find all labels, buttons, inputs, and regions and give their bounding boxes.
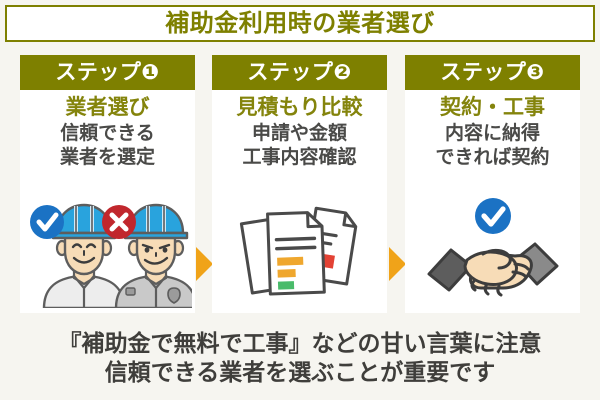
two-workers-icon [29, 203, 192, 308]
step-1-desc-line-1: 信頼できる [60, 122, 155, 144]
step-panel-2[interactable]: ステップ❷ 見積もり比較 申請や金額 工事内容確認 [212, 55, 387, 313]
worker-bad-icon [114, 203, 192, 308]
footer-line-1: 『補助金で無料で工事』などの甘い言葉に注意 [58, 329, 542, 356]
step-3-body: 契約・工事 内容に納得 できれば契約 [405, 90, 580, 169]
step-2-header-label: ステップ❷ [247, 61, 352, 84]
step-1-illustration [20, 193, 195, 311]
step-panel-1[interactable]: ステップ❶ 業者選び 信頼できる 業者を選定 [20, 55, 195, 313]
step-1-title: 業者選び [65, 96, 150, 119]
step-3-header: ステップ❸ [405, 55, 580, 90]
handshake-icon [427, 198, 558, 297]
step-3-illustration [405, 193, 580, 311]
step-3-desc-line-2: できれば契約 [435, 146, 550, 168]
step-1-header-label: ステップ❶ [55, 61, 160, 84]
step-2-title: 見積もり比較 [236, 96, 363, 119]
step-2-header: ステップ❷ [212, 55, 387, 90]
step-1-body: 業者選び 信頼できる 業者を選定 [20, 90, 195, 169]
page-title-box: 補助金利用時の業者選び [5, 5, 595, 42]
cross-badge-icon [101, 205, 136, 239]
page-title: 補助金利用時の業者選び [165, 9, 435, 37]
documents-stack-icon [239, 206, 357, 296]
step-1-desc-line-2: 業者を選定 [59, 146, 155, 168]
step-2-desc-line-1: 申請や金額 [251, 122, 347, 144]
arrow-right-icon-1 [196, 247, 213, 281]
check-badge-icon [474, 198, 511, 234]
steps-row: ステップ❶ 業者選び 信頼できる 業者を選定 [0, 55, 600, 313]
step-panel-3[interactable]: ステップ❸ 契約・工事 内容に納得 できれば契約 [405, 55, 580, 313]
step-2-desc-line-2: 工事内容確認 [242, 146, 357, 168]
worker-good-icon [42, 203, 125, 308]
step-3-desc-line-1: 内容に納得 [444, 122, 540, 144]
footer-line-2: 信頼できる業者を選ぶことが重要です [104, 359, 496, 385]
footer-note: 『補助金で無料で工事』などの甘い言葉に注意 信頼できる業者を選ぶことが重要です [0, 316, 600, 400]
step-1-header: ステップ❶ [20, 55, 195, 90]
arrow-right-icon-2 [389, 247, 406, 281]
check-badge-icon [29, 205, 64, 239]
step-2-body: 見積もり比較 申請や金額 工事内容確認 [212, 90, 387, 169]
step-3-title: 契約・工事 [440, 96, 545, 119]
step-3-header-label: ステップ❸ [440, 61, 545, 84]
step-2-illustration [212, 193, 387, 311]
